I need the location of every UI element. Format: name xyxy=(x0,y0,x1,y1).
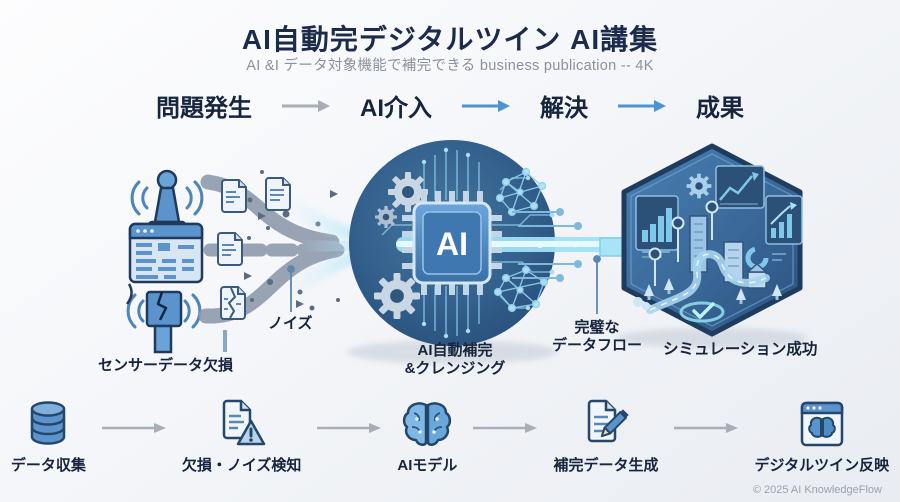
pipeline-step-digital-twin: デジタルツイン反映 xyxy=(754,399,889,475)
pipeline-step-data-generation: 補完データ生成 xyxy=(553,399,658,475)
broken-sensor-icon xyxy=(125,283,202,354)
line-chart-panel xyxy=(765,195,803,245)
road-dashes xyxy=(649,253,767,311)
line-chart-panel xyxy=(715,165,765,209)
circle-shadow xyxy=(347,340,557,364)
label-sensor-data-loss: センサーデータ欠損 xyxy=(98,357,234,374)
data-trails xyxy=(512,208,582,282)
label-noise: ノイズ xyxy=(268,315,313,332)
pipeline-step-data-collection: データ収集 xyxy=(11,399,86,475)
arrow-right-icon xyxy=(618,99,666,112)
trees-icon xyxy=(633,278,782,310)
database-icon xyxy=(31,401,66,445)
hexagon-shadow xyxy=(617,328,807,348)
copyright-text: © 2025 AI KnowledgeFlow xyxy=(752,484,882,496)
label-simulation-success: シミュレーション成功 xyxy=(663,341,818,358)
browser-brain-icon xyxy=(800,401,844,447)
document-pencil-icon xyxy=(587,399,629,443)
digital-twin-hexagon-icon xyxy=(621,143,803,337)
neural-network-icon xyxy=(493,265,549,313)
bar-chart-panel xyxy=(635,195,679,258)
ai-chip-label: AI xyxy=(436,226,468,262)
flow-step-result: 成果 xyxy=(696,95,744,122)
label-perfect-flow: 完璧な データフロー xyxy=(551,319,642,354)
document-icon xyxy=(265,177,291,211)
arrow-right-icon xyxy=(101,423,166,433)
page-subtitle: AI &I データ対象機能で補完できる business publication… xyxy=(246,58,654,74)
flow-step-ai-intervention: AI介入 xyxy=(360,95,432,122)
map-pin-icon xyxy=(648,200,719,286)
arrow-right-icon xyxy=(317,423,382,433)
pipeline-row: データ収集 欠損・ノイズ検知 xyxy=(0,399,900,475)
gear-icon xyxy=(374,273,420,319)
gear-icon xyxy=(686,173,712,199)
brain-icon xyxy=(403,402,452,446)
label-pointers xyxy=(223,255,601,352)
dashboard-window-icon xyxy=(128,222,204,284)
ai-chip-icon: AI xyxy=(402,191,502,295)
flow-steps-row: 問題発生 AI介入 解決 成果 xyxy=(0,88,900,123)
arrow-right-icon xyxy=(473,423,538,433)
flow-step-problem: 問題発生 xyxy=(156,95,252,122)
checkmark-icon xyxy=(679,301,725,323)
neural-network-icon xyxy=(495,167,547,217)
label-ai-completion: AI自動補完 &クレンジング xyxy=(404,342,506,377)
gear-icon xyxy=(388,172,428,212)
flow-step-resolution: 解決 xyxy=(540,95,588,122)
pipeline-step-ai-model: AIモデル xyxy=(397,399,457,475)
circuit-nodes xyxy=(421,147,555,339)
document-icon xyxy=(217,232,243,266)
gear-icon xyxy=(374,206,398,228)
arrow-right-icon xyxy=(462,99,510,112)
document-warning-icon xyxy=(222,399,265,446)
arrow-right-icon xyxy=(674,423,739,433)
broken-document-icon xyxy=(220,286,246,320)
page-title: AI自動完デジタルツイン AI講集 xyxy=(241,24,659,55)
arrow-right-icon xyxy=(282,99,330,112)
document-icon xyxy=(221,179,247,213)
pipeline-step-anomaly-detection: 欠損・ノイズ検知 xyxy=(182,399,301,475)
stat-lines xyxy=(772,253,786,261)
